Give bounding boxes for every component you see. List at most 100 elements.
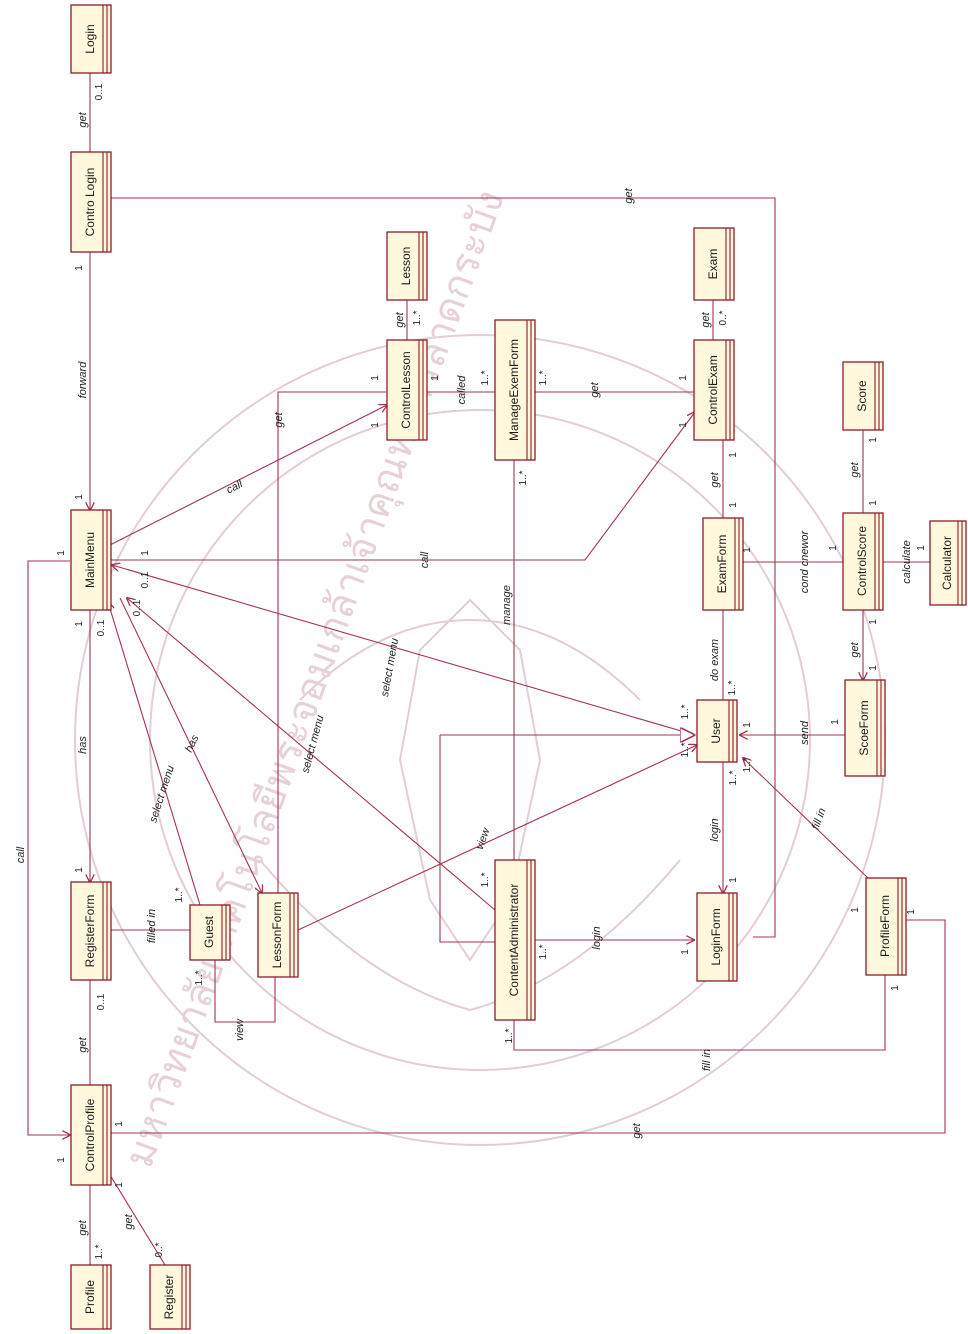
class-register-form: RegisterForm <box>71 882 111 980</box>
class-calculator: Calculator <box>930 521 966 605</box>
multiplicity: 0..* <box>718 310 729 325</box>
multiplicity: 1..* <box>538 944 549 959</box>
class-register-name: Register <box>162 1275 176 1320</box>
multiplicity: 1 <box>890 985 901 991</box>
edge-label: view <box>474 826 493 852</box>
edge-label: login <box>591 926 603 949</box>
multiplicity: 1 <box>74 265 85 271</box>
edge-label: call <box>419 551 431 568</box>
multiplicity: 1 <box>916 545 927 551</box>
class-guest-name: Guest <box>202 915 216 948</box>
edge-label: cond cnewor <box>799 529 811 593</box>
multiplicity: 1..* <box>538 370 549 385</box>
class-control-lesson-name: ControlLesson <box>399 351 413 428</box>
class-exam: Exam <box>694 228 734 300</box>
class-exam-form-name: ExamForm <box>715 535 729 594</box>
class-content-administrator-name: ContentAdministrator <box>507 884 521 997</box>
edge-label: forward <box>77 361 89 399</box>
class-control-login-name: Contro Login <box>83 168 97 237</box>
multiplicity: 1 <box>868 665 879 671</box>
class-calculator-name: Calculator <box>940 536 954 590</box>
multiplicity: 1..* <box>504 1028 515 1043</box>
multiplicity: 1 <box>114 1121 125 1127</box>
edge-label: fill in <box>701 1049 713 1071</box>
class-register: Register <box>150 1265 190 1329</box>
class-login-form: LoginForm <box>697 893 737 981</box>
multiplicity: 1 <box>728 452 739 458</box>
edge-label: manage <box>501 585 513 625</box>
edge-label: get <box>700 311 712 327</box>
class-user-name: User <box>709 718 723 743</box>
multiplicity: 1..* <box>728 770 739 785</box>
edge-label: get <box>631 1122 643 1138</box>
class-control-profile: ControlProfile <box>71 1085 111 1185</box>
multiplicity: 0..1 <box>96 993 107 1010</box>
class-control-login: Contro Login <box>71 152 111 252</box>
multiplicity: 1 <box>370 375 381 381</box>
class-control-exam-name: ControlExam <box>706 355 720 424</box>
multiplicity: 1 <box>728 502 739 508</box>
class-score: Score <box>843 362 883 430</box>
edge-label: get <box>77 1036 89 1052</box>
class-lesson-form-name: LessonForm <box>270 902 284 969</box>
class-main-menu-name: MainMenu <box>83 532 97 588</box>
multiplicity: 1..* <box>680 704 691 719</box>
edge-label: view <box>234 1018 246 1041</box>
class-control-score: ControlScore <box>843 513 883 610</box>
edge-label: get <box>589 381 601 397</box>
edge-label: select menu <box>379 637 401 697</box>
edge-label: get <box>123 1213 135 1229</box>
multiplicity: 1 <box>828 545 839 551</box>
multiplicity: 0..1 <box>132 599 143 616</box>
multiplicity: 0..1 <box>96 619 107 636</box>
edge-label: get <box>77 111 89 127</box>
class-profile-name: Profile <box>83 1280 97 1314</box>
multiplicity: 1 <box>868 619 879 625</box>
multiplicity: 0..1 <box>140 571 151 588</box>
class-content-administrator: ContentAdministrator <box>495 860 535 1020</box>
multiplicity: 1..* <box>174 887 185 902</box>
class-profile: Profile <box>71 1265 111 1329</box>
edge-label: filled in <box>146 909 158 943</box>
edge-label: calculate <box>901 540 913 583</box>
class-score-name: Score <box>855 380 869 412</box>
multiplicity: 1..* <box>480 370 491 385</box>
multiplicity: 1 <box>850 907 861 913</box>
edge-label: has <box>77 736 89 754</box>
multiplicity: 1..* <box>518 470 529 485</box>
class-manage-exam-form-name: ManageExemForm <box>507 339 521 441</box>
class-control-exam: ControlExam <box>694 340 734 440</box>
multiplicity: 1..* <box>194 970 205 985</box>
edge-label: get <box>849 641 861 657</box>
class-score-form-name: ScoeForm <box>857 700 871 755</box>
multiplicity: 1 <box>74 621 85 627</box>
edge-label: get <box>709 471 721 487</box>
edge-label: call <box>15 846 27 863</box>
class-login: Login <box>71 5 111 73</box>
multiplicity: 1..* <box>727 680 738 695</box>
edge-label: called <box>456 375 468 405</box>
class-user: User <box>697 700 737 762</box>
multiplicity: 1 <box>678 422 689 428</box>
class-lesson-form: LessonForm <box>258 893 298 977</box>
edge-label: send <box>799 720 811 745</box>
class-exam-name: Exam <box>706 249 720 280</box>
multiplicity: 1 <box>74 494 85 500</box>
multiplicity: 1 <box>742 547 753 553</box>
multiplicity: 1 <box>906 909 917 915</box>
class-control-profile-name: ControlProfile <box>83 1098 97 1171</box>
class-login-form-name: LoginForm <box>709 908 723 965</box>
class-control-lesson: ControlLesson <box>387 340 427 440</box>
multiplicity: 0..* <box>154 1242 165 1257</box>
multiplicity: 1 <box>868 500 879 506</box>
multiplicity: 1 <box>742 722 753 728</box>
edge-label: get <box>273 411 285 427</box>
watermark-seal: มหาวิทยาลัยเทคโนโลยีพระจอมเกล้าเจ้าคุณทห… <box>75 184 885 1174</box>
edge-label: do exam <box>709 639 721 681</box>
multiplicity: 1 <box>868 437 879 443</box>
multiplicity: 0..1 <box>94 83 105 100</box>
edge-label: login <box>709 818 721 841</box>
class-login-name: Login <box>83 24 97 53</box>
multiplicity: 1..* <box>480 872 491 887</box>
